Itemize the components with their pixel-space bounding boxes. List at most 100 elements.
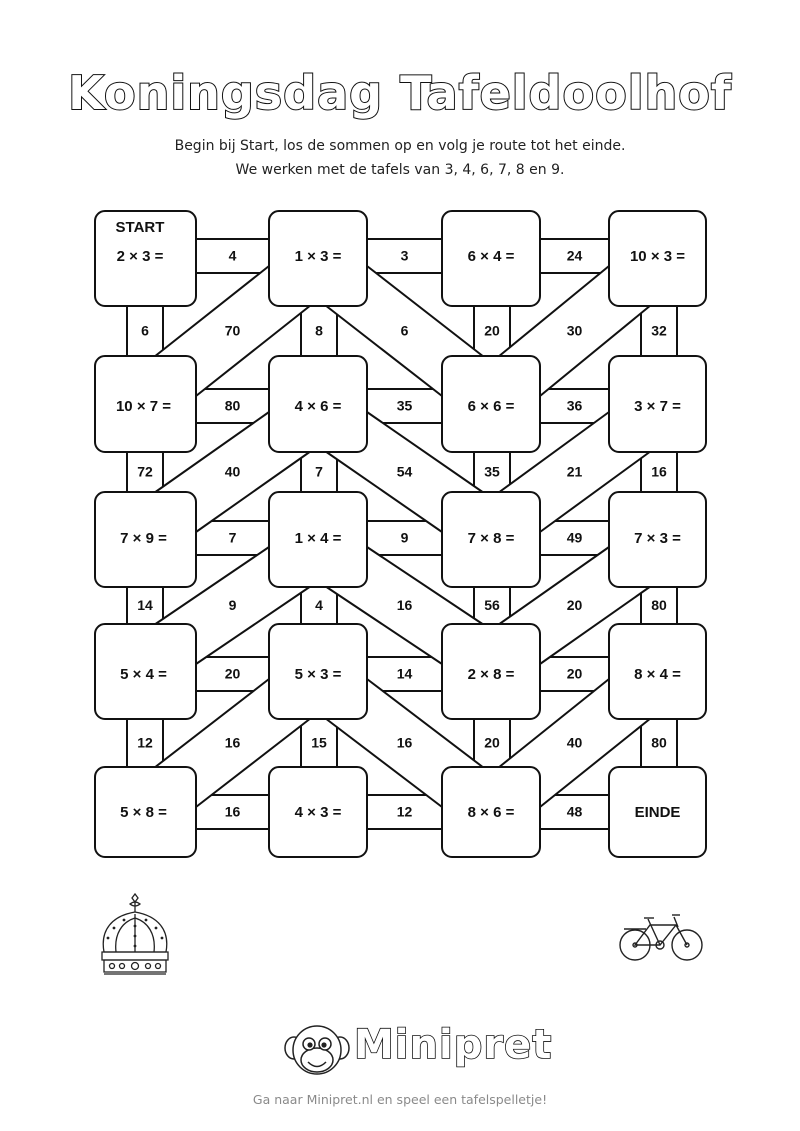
cell-problem: 2 × 3 = (117, 248, 164, 265)
path-answer: 15 (311, 735, 327, 751)
path-horizontal (195, 656, 270, 692)
maze-cell (608, 491, 707, 588)
path-answer: 20 (567, 666, 583, 682)
path-answer: 12 (137, 735, 153, 751)
path-answer: 80 (651, 735, 667, 751)
path-answer: 35 (397, 398, 413, 414)
cell-problem: 1 × 4 = (295, 530, 342, 547)
maze-cell (94, 355, 197, 453)
path-answer: 36 (567, 398, 583, 414)
path-answer: 56 (484, 597, 500, 613)
path-answer: 30 (567, 323, 583, 339)
end-label: EINDE (635, 804, 681, 821)
path-answer: 14 (137, 597, 153, 613)
cell-problem: 2 × 8 = (468, 666, 515, 683)
cell-problem: 7 × 8 = (468, 530, 515, 547)
path-answer: 7 (315, 464, 323, 480)
path-answer: 20 (225, 666, 241, 682)
maze-cell (608, 210, 707, 307)
path-horizontal (366, 794, 443, 830)
cell-problem: 5 × 4 = (120, 666, 167, 683)
path-answer: 7 (229, 530, 237, 546)
cell-problem: 7 × 3 = (634, 530, 681, 547)
maze-cell (441, 355, 541, 453)
path-vertical (126, 586, 164, 625)
path-vertical (473, 718, 511, 768)
maze-cell (608, 355, 707, 453)
path-vertical (300, 305, 338, 357)
path-answer: 20 (567, 597, 583, 613)
path-answer: 6 (141, 323, 149, 339)
path-answer: 48 (567, 804, 583, 820)
page-title: Koningsdag Tafeldoolhof (67, 65, 732, 121)
path-answer: 6 (401, 323, 409, 339)
maze-cell (94, 491, 197, 588)
path-answer: 20 (484, 323, 500, 339)
cell-problem: 10 × 3 = (630, 248, 685, 265)
path-horizontal (366, 656, 443, 692)
cell-problem: 3 × 7 = (634, 398, 681, 415)
path-answer: 9 (229, 597, 237, 613)
maze-cell (268, 355, 368, 453)
path-vertical (473, 586, 511, 625)
path-answer: 3 (401, 248, 409, 264)
maze-cell (441, 766, 541, 858)
path-answer: 21 (567, 464, 583, 480)
path-answer: 16 (225, 804, 241, 820)
cell-problem: 10 × 7 = (116, 398, 171, 415)
path-answer: 16 (397, 735, 413, 751)
path-answer: 80 (225, 398, 241, 414)
path-horizontal (195, 520, 270, 556)
crown-icon (101, 892, 169, 975)
path-answer: 4 (315, 597, 323, 613)
end-cell (608, 766, 707, 858)
maze-cell (268, 623, 368, 720)
path-answer: 20 (484, 735, 500, 751)
path-answer: 40 (225, 464, 241, 480)
maze-cell (94, 623, 197, 720)
start-cell (94, 210, 197, 307)
path-horizontal (539, 388, 610, 424)
maze-cell (268, 491, 368, 588)
bicycle-icon (619, 914, 703, 961)
path-answer: 72 (137, 464, 153, 480)
maze-cell (268, 766, 368, 858)
maze-cell (608, 623, 707, 720)
path-answer: 4 (229, 248, 237, 264)
path-horizontal (366, 388, 443, 424)
cell-problem: 4 × 6 = (295, 398, 342, 415)
path-vertical (473, 451, 511, 493)
path-answer: 24 (567, 248, 583, 264)
maze-cell (441, 210, 541, 307)
cell-problem: 6 × 4 = (468, 248, 515, 265)
path-answer: 9 (401, 530, 409, 546)
path-answer: 16 (225, 735, 241, 751)
path-answer: 16 (651, 464, 667, 480)
path-answer: 14 (397, 666, 413, 682)
minipret-logo-text: Minipret (353, 1021, 553, 1069)
path-vertical (126, 451, 164, 493)
maze-cell (441, 623, 541, 720)
path-horizontal (195, 794, 270, 830)
path-answer: 40 (567, 735, 583, 751)
maze-cell (441, 491, 541, 588)
path-answer: 70 (225, 323, 241, 339)
path-answer: 32 (651, 323, 667, 339)
instructions-line-1: Begin bij Start, los de sommen op en vol… (174, 138, 626, 154)
cell-problem: 5 × 8 = (120, 804, 167, 821)
path-answer: 80 (651, 597, 667, 613)
path-answer: 16 (397, 597, 413, 613)
maze-cell (94, 766, 197, 858)
cell-problem: 5 × 3 = (295, 666, 342, 683)
path-horizontal (539, 520, 610, 556)
cell-problem: 6 × 6 = (468, 398, 515, 415)
instructions-line-2: We werken met de tafels van 3, 4, 6, 7, … (235, 162, 565, 178)
footer-text: Ga naar Minipret.nl en speel een tafelsp… (252, 1092, 548, 1107)
path-answer: 54 (397, 464, 413, 480)
cell-problem: 8 × 4 = (634, 666, 681, 683)
path-vertical (126, 305, 164, 357)
path-horizontal (366, 520, 443, 556)
path-answer: 49 (567, 530, 583, 546)
cell-problem: 4 × 3 = (295, 804, 342, 821)
